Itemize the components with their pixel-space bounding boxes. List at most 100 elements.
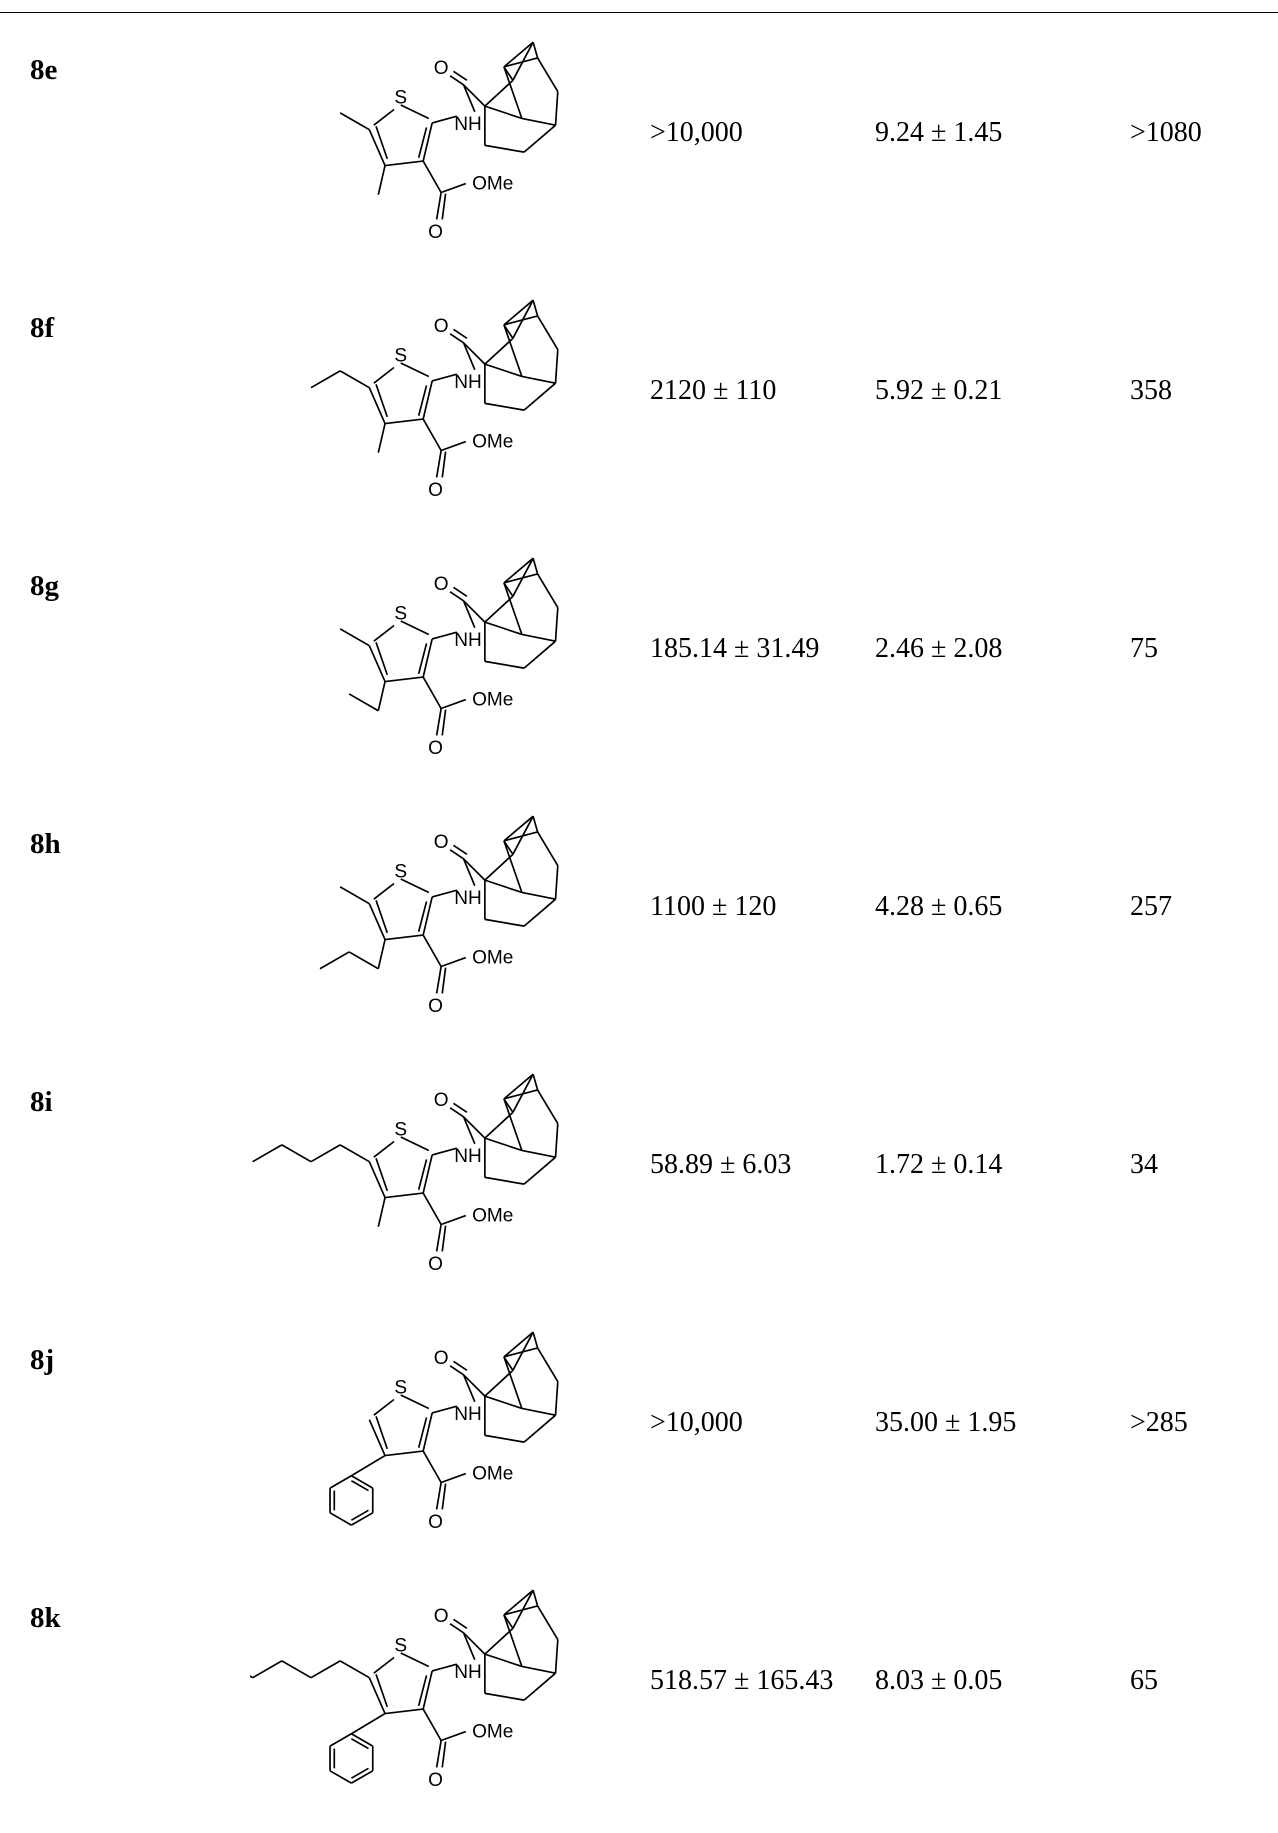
bond [435, 1740, 442, 1768]
bond [484, 1692, 525, 1701]
bond [373, 108, 395, 126]
bond [521, 375, 556, 385]
bond [532, 41, 539, 59]
atom-label: S [394, 1377, 407, 1398]
bond [462, 600, 476, 629]
bond [440, 440, 467, 452]
bond [462, 1374, 486, 1397]
bond [484, 1111, 514, 1139]
bond [440, 698, 467, 710]
bond [223, 1660, 254, 1679]
bond [521, 891, 556, 901]
bond [350, 1737, 369, 1750]
bond [503, 840, 523, 893]
atom-label: OMe [472, 1206, 513, 1227]
bond [384, 676, 424, 683]
bond [554, 1381, 559, 1416]
bond [503, 1347, 538, 1358]
value-col-1: 185.14 ± 31.49 [650, 633, 820, 664]
bond [521, 633, 556, 643]
bond [521, 1665, 556, 1675]
bond [400, 1136, 430, 1152]
bond [329, 1475, 352, 1489]
atom-label: OMe [472, 1722, 513, 1743]
compound-id: 8g [30, 570, 59, 602]
value-col-3: 34 [1130, 1149, 1158, 1180]
value-col-3: >285 [1130, 1407, 1188, 1438]
bond [452, 328, 468, 340]
bond [329, 1512, 352, 1526]
bond [532, 299, 539, 317]
bond [532, 557, 539, 575]
bond [503, 1073, 534, 1100]
bond [440, 1214, 467, 1226]
atom-label: NH [454, 1662, 482, 1683]
bond [484, 363, 523, 378]
bond [503, 1356, 523, 1409]
bond [281, 1660, 312, 1679]
bond [484, 79, 514, 107]
bond [452, 1102, 468, 1114]
value-col-2: 4.28 ± 0.65 [875, 891, 1003, 922]
bond [422, 896, 433, 936]
bond [435, 192, 442, 220]
bond [368, 1677, 386, 1714]
bond [329, 1733, 352, 1747]
bond [384, 1450, 424, 1457]
bond [536, 831, 559, 866]
bond [441, 1225, 447, 1252]
atom-label: S [394, 861, 407, 882]
bond [375, 1158, 389, 1192]
bond [523, 124, 557, 153]
bond [532, 1331, 539, 1349]
bond [368, 1161, 386, 1198]
atom-label: NH [454, 1146, 482, 1167]
atom-label: OMe [472, 432, 513, 453]
bond [532, 815, 539, 833]
bond [532, 1589, 539, 1607]
bond [377, 423, 386, 453]
atom-label: O [428, 1512, 443, 1533]
bond [422, 1450, 442, 1483]
bond [400, 104, 430, 120]
bond [452, 586, 468, 598]
bond [431, 1663, 458, 1672]
bond [431, 1405, 458, 1414]
bond [554, 349, 559, 384]
bond [462, 858, 486, 881]
bond [462, 84, 486, 107]
bond [503, 66, 523, 119]
bond [449, 1107, 465, 1118]
compound-id: 8h [30, 828, 61, 860]
bond [400, 1394, 430, 1410]
bond [484, 621, 523, 636]
bond [462, 600, 486, 623]
bond [523, 898, 557, 927]
bond [503, 315, 538, 326]
bond [350, 1767, 369, 1779]
atom-label: O [428, 738, 443, 759]
atom-label: OMe [472, 1464, 513, 1485]
atom-label: O [434, 1348, 449, 1369]
bond [503, 1089, 538, 1100]
value-col-1: 1100 ± 120 [650, 891, 777, 922]
value-col-1: >10,000 [650, 117, 743, 148]
compound-id: 8i [30, 1086, 53, 1118]
bond [375, 126, 389, 160]
bond [484, 1137, 523, 1152]
bond [350, 1733, 374, 1747]
bond [536, 315, 559, 350]
bond [554, 1639, 559, 1674]
bond [375, 384, 389, 418]
bond [422, 934, 442, 967]
bond [417, 385, 428, 416]
bond [452, 1360, 468, 1372]
